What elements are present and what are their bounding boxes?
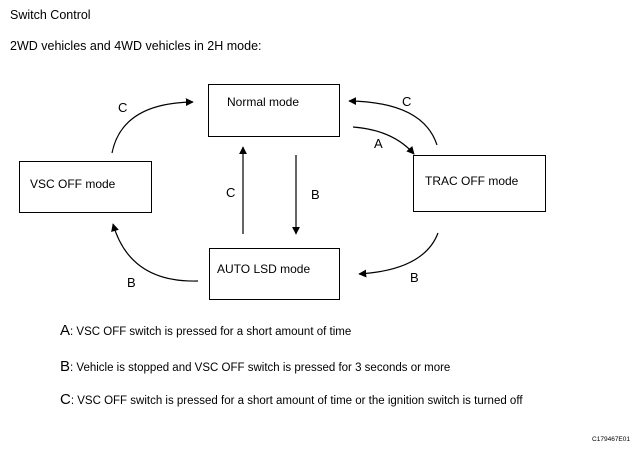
arrow-auto-to-vsc <box>111 223 199 282</box>
label-vsc-to-normal: C <box>118 100 128 115</box>
arrow-trac-to-normal <box>348 97 438 146</box>
label-trac-to-auto: B <box>410 270 419 285</box>
auto-lsd-mode-label: AUTO LSD mode <box>217 262 311 276</box>
arrow-trac-to-auto <box>358 232 439 278</box>
figure-code: C179467E01 <box>592 436 630 443</box>
label-normal-to-trac: A <box>374 136 383 151</box>
auto-lsd-mode-box: AUTO LSD mode <box>209 248 340 300</box>
arrow-normal-to-trac <box>352 126 415 155</box>
normal-mode-box: Normal mode <box>208 84 340 137</box>
legend-key-c: C <box>60 391 71 408</box>
legend-item-c: C: VSC OFF switch is pressed for a short… <box>60 391 523 408</box>
legend-text-c: : VSC OFF switch is pressed for a short … <box>70 395 523 407</box>
legend-text-b: : Vehicle is stopped and VSC OFF switch … <box>70 362 451 374</box>
normal-mode-label: Normal mode <box>227 95 300 109</box>
legend-key-b: B <box>60 358 71 375</box>
page-heading: Switch Control <box>10 8 91 22</box>
label-auto-to-normal: C <box>226 185 236 200</box>
trac-off-mode-box: TRAC OFF mode <box>413 155 546 212</box>
legend-text-a: : VSC OFF switch is pressed for a short … <box>70 326 352 338</box>
legend-item-a: A: VSC OFF switch is pressed for a short… <box>60 322 351 339</box>
arrow-vsc-to-normal <box>111 98 194 154</box>
label-normal-to-auto: B <box>311 187 320 202</box>
vsc-off-mode-label: VSC OFF mode <box>30 177 116 191</box>
trac-off-mode-label: TRAC OFF mode <box>425 174 519 188</box>
label-trac-to-normal: C <box>402 94 412 109</box>
vsc-off-mode-box: VSC OFF mode <box>19 161 152 213</box>
legend-key-a: A <box>60 322 71 339</box>
label-auto-to-vsc: B <box>127 275 136 290</box>
page-subheading: 2WD vehicles and 4WD vehicles in 2H mode… <box>10 39 262 53</box>
legend-item-b: B: Vehicle is stopped and VSC OFF switch… <box>60 358 450 375</box>
